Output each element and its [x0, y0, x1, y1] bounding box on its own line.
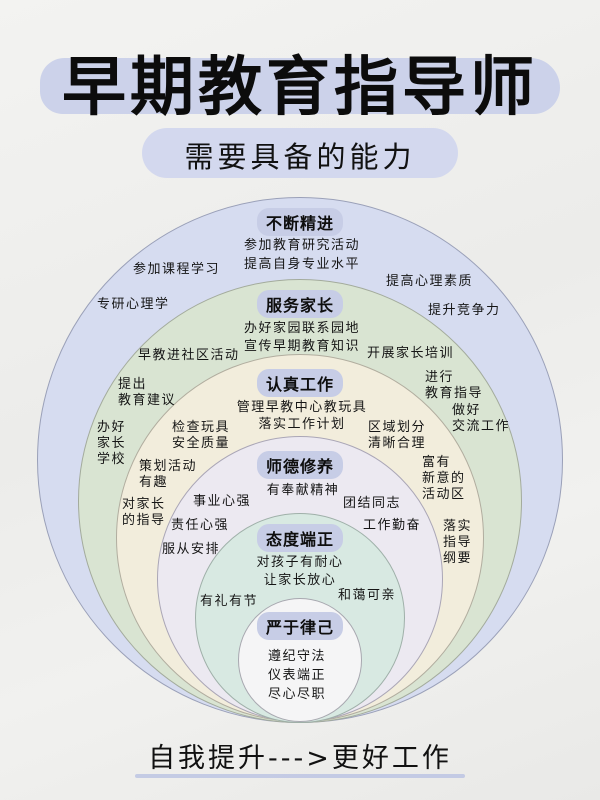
footer-underline	[135, 774, 465, 778]
ring-item: 办好 家长 学校	[97, 420, 127, 467]
ring-title: 认真工作	[256, 369, 344, 397]
ring-item: 参加课程学习	[133, 262, 221, 277]
ring-center-line: 让家长放心	[263, 573, 337, 588]
ring-item: 服从安排	[162, 542, 221, 557]
ring-item: 提升竞争力	[428, 303, 501, 318]
ring-center-line: 仪表端正	[267, 668, 327, 683]
ring-item: 团结同志	[343, 496, 402, 511]
ring-center-line: 有奉献精神	[266, 483, 340, 498]
ring-item: 区域划分 清晰合理	[368, 420, 427, 451]
ring-item: 提高心理素质	[386, 274, 474, 289]
subtitle-highlight	[142, 128, 458, 178]
ring-center-line: 管理早教中心教玩具	[236, 400, 368, 415]
ring-center-line: 遵纪守法	[267, 649, 327, 664]
ring-title: 服务家长	[256, 290, 344, 318]
ring-title: 师德修养	[256, 451, 344, 479]
ring-item: 有礼有节	[200, 594, 259, 609]
ring-item: 事业心强	[193, 494, 252, 509]
ring-item: 落实 指导 纲要	[443, 519, 473, 566]
ring-center-line: 办好家园联系园地	[243, 321, 361, 336]
ring-item: 工作勤奋	[363, 518, 422, 533]
ring-title: 态度端正	[256, 524, 344, 552]
ring-item: 检查玩具 安全质量	[172, 420, 231, 451]
ring-item: 早教进社区活动	[138, 348, 240, 363]
ring-title: 严于律己	[256, 612, 344, 640]
ring-title: 不断精进	[256, 208, 344, 236]
ring-item: 富有 新意的 活动区	[422, 455, 466, 502]
ring-item: 提出 教育建议	[118, 377, 177, 408]
ring-item: 专研心理学	[97, 297, 170, 312]
ring-item: 开展家长培训	[367, 346, 455, 361]
ring-item: 进行 教育指导	[425, 370, 484, 401]
ring-item: 责任心强	[171, 518, 230, 533]
title-highlight	[40, 58, 560, 114]
page-subtitle: 需要具备的能力	[184, 140, 416, 174]
ring-center-line: 落实工作计划	[258, 417, 346, 432]
page-title: 早期教育指导师	[62, 51, 538, 125]
ring-item: 和蔼可亲	[338, 588, 397, 603]
ring-item: 做好 交流工作	[452, 403, 511, 434]
ring-center-line: 宣传早期教育知识	[243, 339, 361, 354]
title-block: 早期教育指导师	[0, 30, 600, 125]
footer-slogan: 自我提升--->更好工作	[148, 743, 452, 774]
ring-center-line: 尽心尽职	[267, 687, 327, 702]
ring-center-line: 参加教育研究活动	[243, 238, 361, 253]
ring-center-line: 提高自身专业水平	[243, 257, 361, 272]
ring-item: 对家长 的指导	[122, 497, 166, 528]
ring-center-line: 对孩子有耐心	[256, 555, 344, 570]
ring-item: 策划活动 有趣	[139, 459, 198, 490]
